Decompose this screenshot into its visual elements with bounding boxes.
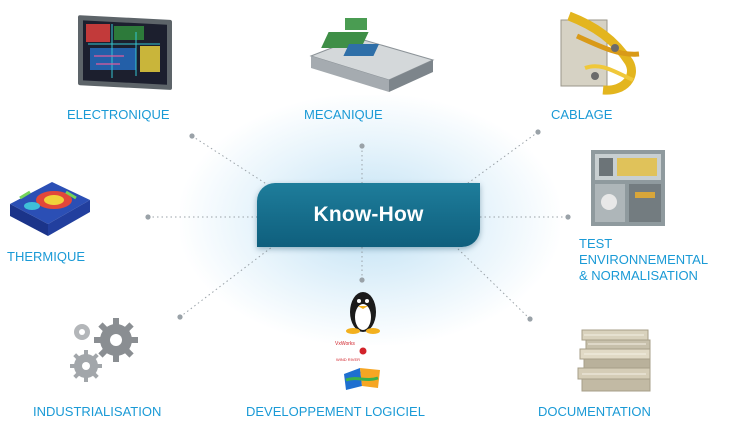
pcb-layout-screen-icon <box>78 15 172 90</box>
books-stack-icon <box>577 329 651 392</box>
connector-cablage <box>463 131 539 187</box>
thermal-simulation-icon <box>10 182 90 236</box>
connector-dot <box>527 316 533 322</box>
node-developpement-label: DEVELOPPEMENT LOGICIEL <box>246 404 425 419</box>
connector-electronique <box>191 135 269 186</box>
cable-harness-icon <box>560 11 640 95</box>
node-cablage-label: CABLAGE <box>551 107 613 122</box>
connector-dot <box>535 129 541 135</box>
know-how-hub: Know-How <box>257 183 480 247</box>
gears-icon <box>70 318 138 382</box>
connector-dot <box>177 314 183 320</box>
connector-dot <box>145 214 151 220</box>
connector-dot <box>359 277 365 283</box>
node-industrialisation-label: INDUSTRIALISATION <box>33 404 162 419</box>
test-lab-photo-icon <box>591 150 665 226</box>
connector-dot <box>189 133 195 139</box>
connector-dot <box>359 143 365 149</box>
rack-chassis-icon <box>309 18 435 92</box>
vxworks-logo-text: VxWorks <box>335 341 355 347</box>
node-test-label-line3: & NORMALISATION <box>579 268 698 283</box>
connector-dot <box>565 214 571 220</box>
node-documentation-label: DOCUMENTATION <box>538 404 651 419</box>
wind-river-logo-text: WIND RIVER <box>336 357 360 362</box>
node-test-label-line1: TEST <box>579 236 613 251</box>
node-thermique-label: THERMIQUE <box>7 249 85 264</box>
hub-label: Know-How <box>313 203 424 226</box>
node-test-label-line2: ENVIRONNEMENTAL <box>579 252 709 267</box>
node-electronique-label: ELECTRONIQUE <box>67 107 170 122</box>
software-logos-icon <box>344 292 380 390</box>
node-mecanique-label: MECANIQUE <box>304 107 383 122</box>
connector-industrialisation <box>179 246 273 318</box>
connector-documentation <box>455 246 531 320</box>
